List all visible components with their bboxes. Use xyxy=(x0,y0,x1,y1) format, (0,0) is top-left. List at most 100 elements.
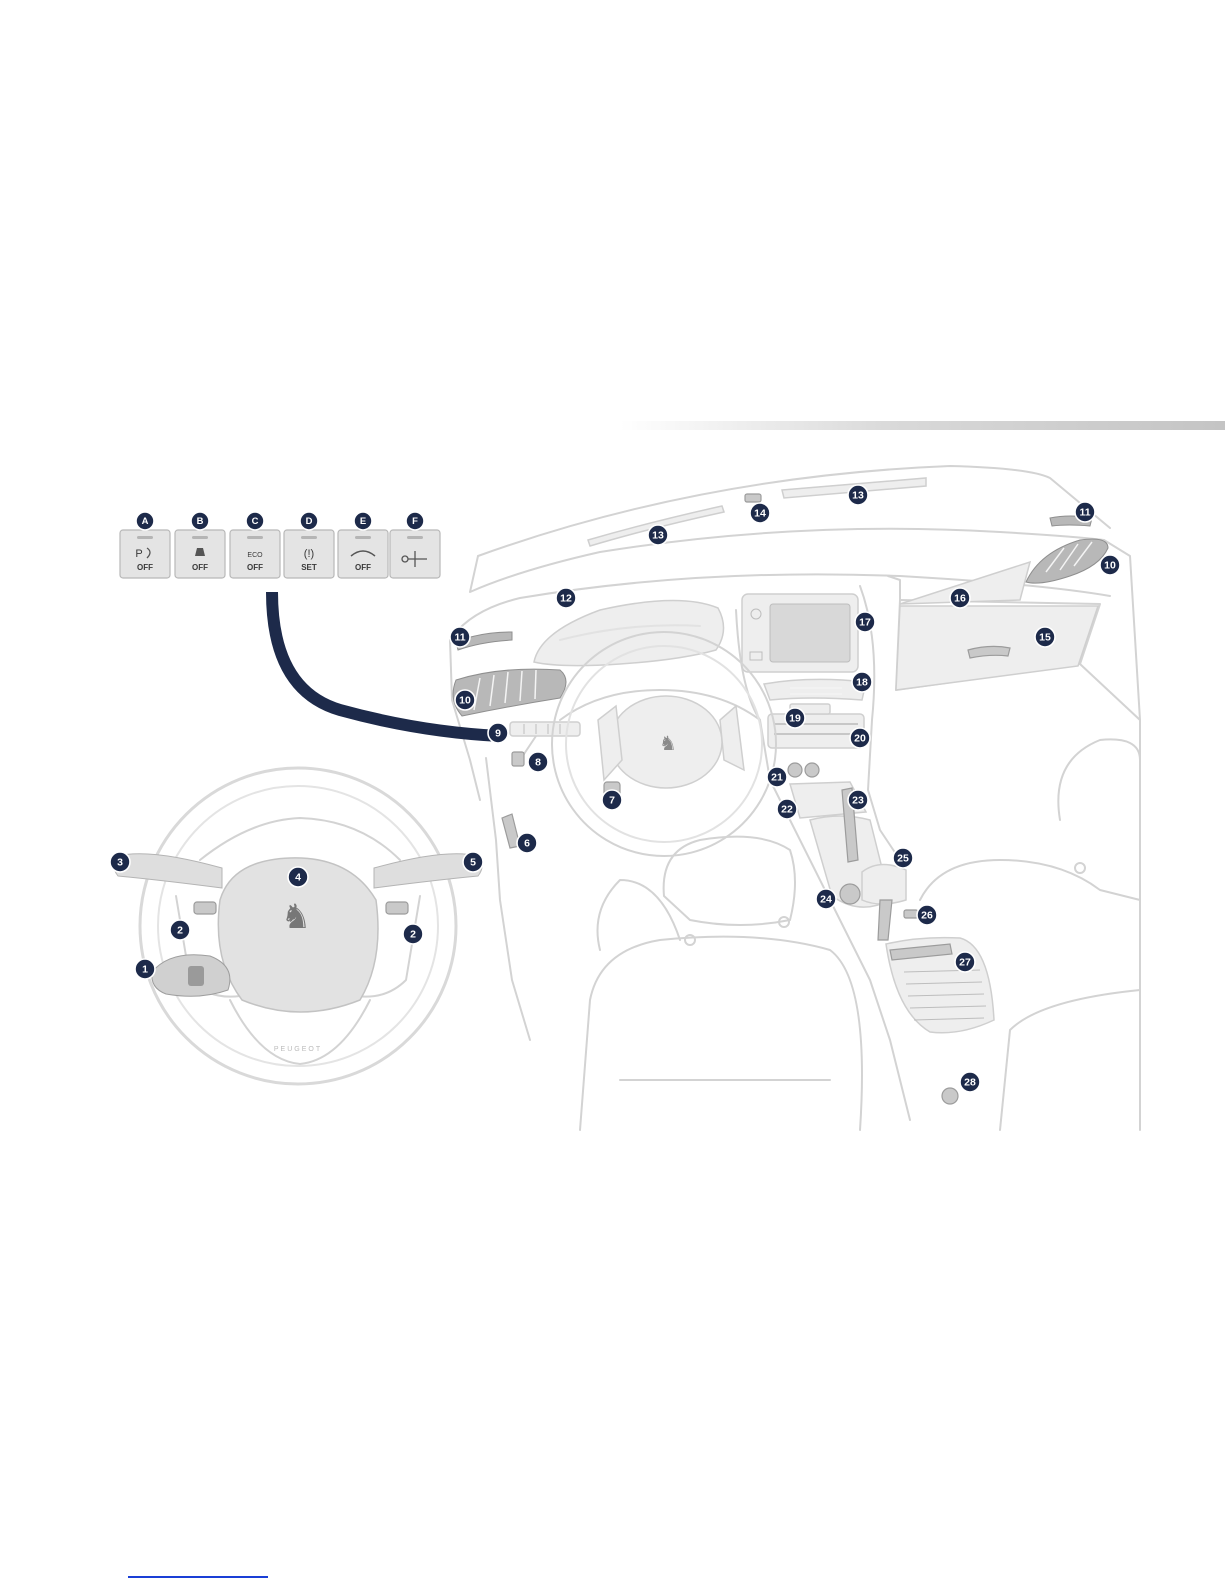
svg-text:26: 26 xyxy=(921,910,933,922)
svg-text:22: 22 xyxy=(781,804,793,816)
touch-screen xyxy=(742,594,858,672)
callout-7: 7 xyxy=(602,790,622,810)
callout-12: 12 xyxy=(556,588,576,608)
callout-19: 19 xyxy=(785,708,805,728)
centre-vents xyxy=(764,679,866,700)
usb-aux-sockets xyxy=(788,763,819,777)
button-strip: P OFF OFF ECO OFF (!) SET OFF xyxy=(120,530,440,578)
svg-text:11: 11 xyxy=(1079,507,1090,519)
callout-10: 10 xyxy=(1100,555,1120,575)
badge-c: C xyxy=(246,512,264,530)
button-a-line1: P xyxy=(135,548,142,560)
svg-text:C: C xyxy=(252,516,259,527)
button-d: (!) SET xyxy=(284,530,334,578)
callout-25: 25 xyxy=(893,848,913,868)
glovebox xyxy=(896,562,1098,690)
callout-13: 13 xyxy=(848,485,868,505)
climate-controls xyxy=(768,704,864,748)
svg-text:10: 10 xyxy=(1104,560,1116,572)
badge-b: B xyxy=(191,512,209,530)
button-c: ECO OFF xyxy=(230,530,280,578)
svg-text:23: 23 xyxy=(852,795,864,807)
svg-text:1: 1 xyxy=(142,964,148,976)
callout-16: 16 xyxy=(950,588,970,608)
svg-text:2: 2 xyxy=(410,929,416,941)
svg-text:4: 4 xyxy=(295,872,301,884)
lighting-dimmer-switches xyxy=(502,722,580,848)
svg-text:6: 6 xyxy=(524,838,530,850)
side-air-vent-right xyxy=(1026,539,1108,583)
button-b: OFF xyxy=(175,530,225,578)
svg-text:17: 17 xyxy=(859,617,871,629)
callout-11: 11 xyxy=(1075,502,1095,522)
callout-28: 28 xyxy=(960,1072,980,1092)
footer-link-underline[interactable] xyxy=(128,1576,268,1578)
svg-text:D: D xyxy=(306,516,313,527)
badge-a: A xyxy=(136,512,154,530)
callout-13: 13 xyxy=(648,525,668,545)
svg-text:12: 12 xyxy=(560,593,572,605)
button-f xyxy=(390,530,440,578)
svg-text:16: 16 xyxy=(954,593,966,605)
callout-3: 3 xyxy=(110,852,130,872)
svg-text:B: B xyxy=(197,516,204,527)
button-c-line2: OFF xyxy=(247,563,263,572)
button-d-line2: SET xyxy=(301,563,317,572)
svg-text:14: 14 xyxy=(754,508,766,520)
svg-text:F: F xyxy=(412,516,418,527)
callout-26: 26 xyxy=(917,905,937,925)
callout-11: 11 xyxy=(450,627,470,647)
callout-15: 15 xyxy=(1035,627,1055,647)
svg-text:18: 18 xyxy=(856,677,868,689)
callout-17: 17 xyxy=(855,612,875,632)
svg-text:13: 13 xyxy=(652,530,664,542)
svg-text:25: 25 xyxy=(897,853,909,865)
button-d-line1: (!) xyxy=(304,548,314,560)
button-a-line2: OFF xyxy=(137,563,153,572)
svg-text:A: A xyxy=(142,516,149,527)
svg-text:24: 24 xyxy=(820,894,832,906)
callout-27: 27 xyxy=(955,952,975,972)
button-e-line2: OFF xyxy=(355,563,371,572)
svg-text:♞: ♞ xyxy=(281,898,311,936)
svg-text:3: 3 xyxy=(117,857,123,869)
svg-text:8: 8 xyxy=(535,757,541,769)
svg-text:27: 27 xyxy=(959,957,971,969)
callout-2: 2 xyxy=(403,924,423,944)
svg-text:11: 11 xyxy=(454,632,465,644)
callout-20: 20 xyxy=(850,728,870,748)
callout-6: 6 xyxy=(517,833,537,853)
callout-22: 22 xyxy=(777,799,797,819)
callout-24: 24 xyxy=(816,889,836,909)
button-e: OFF xyxy=(338,530,388,578)
button-c-line1: ECO xyxy=(247,552,263,559)
callout-10: 10 xyxy=(455,690,475,710)
callout-4: 4 xyxy=(288,867,308,887)
svg-text:2: 2 xyxy=(177,925,183,937)
callout-9: 9 xyxy=(488,723,508,743)
svg-text:21: 21 xyxy=(771,772,783,784)
callout-1: 1 xyxy=(135,959,155,979)
button-b-line2: OFF xyxy=(192,563,208,572)
callout-18: 18 xyxy=(852,672,872,692)
callout-23: 23 xyxy=(848,790,868,810)
svg-text:5: 5 xyxy=(470,857,476,869)
badge-d: D xyxy=(300,512,318,530)
callout-8: 8 xyxy=(528,752,548,772)
svg-text:9: 9 xyxy=(495,728,501,740)
svg-text:♞: ♞ xyxy=(659,733,677,755)
svg-text:19: 19 xyxy=(789,713,801,725)
steering-wheel-detail: ♞ PEUGEOT xyxy=(114,768,482,1084)
svg-text:10: 10 xyxy=(459,695,471,707)
callout-2: 2 xyxy=(170,920,190,940)
svg-text:E: E xyxy=(360,516,366,527)
callout-14: 14 xyxy=(750,503,770,523)
badge-f: F xyxy=(406,512,424,530)
badge-e: E xyxy=(354,512,372,530)
svg-text:28: 28 xyxy=(964,1077,976,1089)
callout-5: 5 xyxy=(463,852,483,872)
wheel-brand-text: PEUGEOT xyxy=(274,1046,322,1053)
button-a: P OFF xyxy=(120,530,170,578)
instrument-panel xyxy=(534,600,724,665)
callout-21: 21 xyxy=(767,767,787,787)
